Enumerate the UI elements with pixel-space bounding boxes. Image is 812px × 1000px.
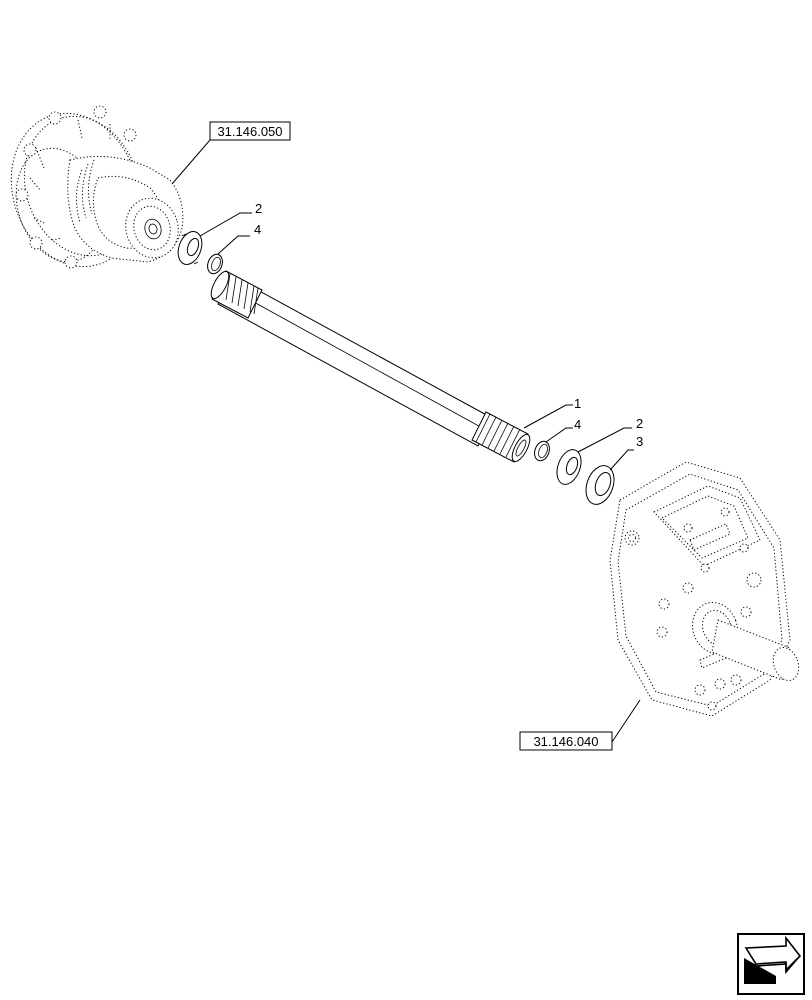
lower-snap-ring: [534, 440, 550, 462]
callout-lower-ring: 4: [574, 417, 581, 432]
drive-shaft: [210, 270, 531, 463]
lower-spacer: [585, 465, 615, 505]
upper-hub-assembly: [10, 105, 184, 269]
upper-washer-callout: 2: [199, 201, 262, 237]
callout-shaft: 1: [574, 396, 581, 411]
callout-upper-ring: 4: [254, 222, 261, 237]
next-page-arrow-icon[interactable]: [737, 933, 805, 995]
callout-lower-spacer: 3: [636, 434, 643, 449]
lower-thrust-washer: [556, 449, 582, 485]
lower-spacer-callout: 3: [609, 434, 643, 471]
lower-ring-callout: 4: [545, 417, 581, 443]
callout-upper-washer: 2: [255, 201, 262, 216]
upper-thrust-washer: [177, 231, 203, 265]
lower-gearbox-assembly: [609, 461, 800, 717]
upper-assembly-label: 31.146.050: [217, 124, 282, 139]
lower-assembly-label: 31.146.040: [533, 734, 598, 749]
upper-snap-ring: [207, 253, 223, 275]
lower-assembly-reference[interactable]: 31.146.040: [519, 699, 641, 751]
shaft-callout: 1: [523, 396, 581, 429]
lower-washer-callout: 2: [577, 416, 643, 453]
upper-ring-callout: 4: [217, 222, 261, 255]
upper-assembly-reference[interactable]: 31.146.050: [171, 121, 291, 185]
callout-lower-washer: 2: [636, 416, 643, 431]
